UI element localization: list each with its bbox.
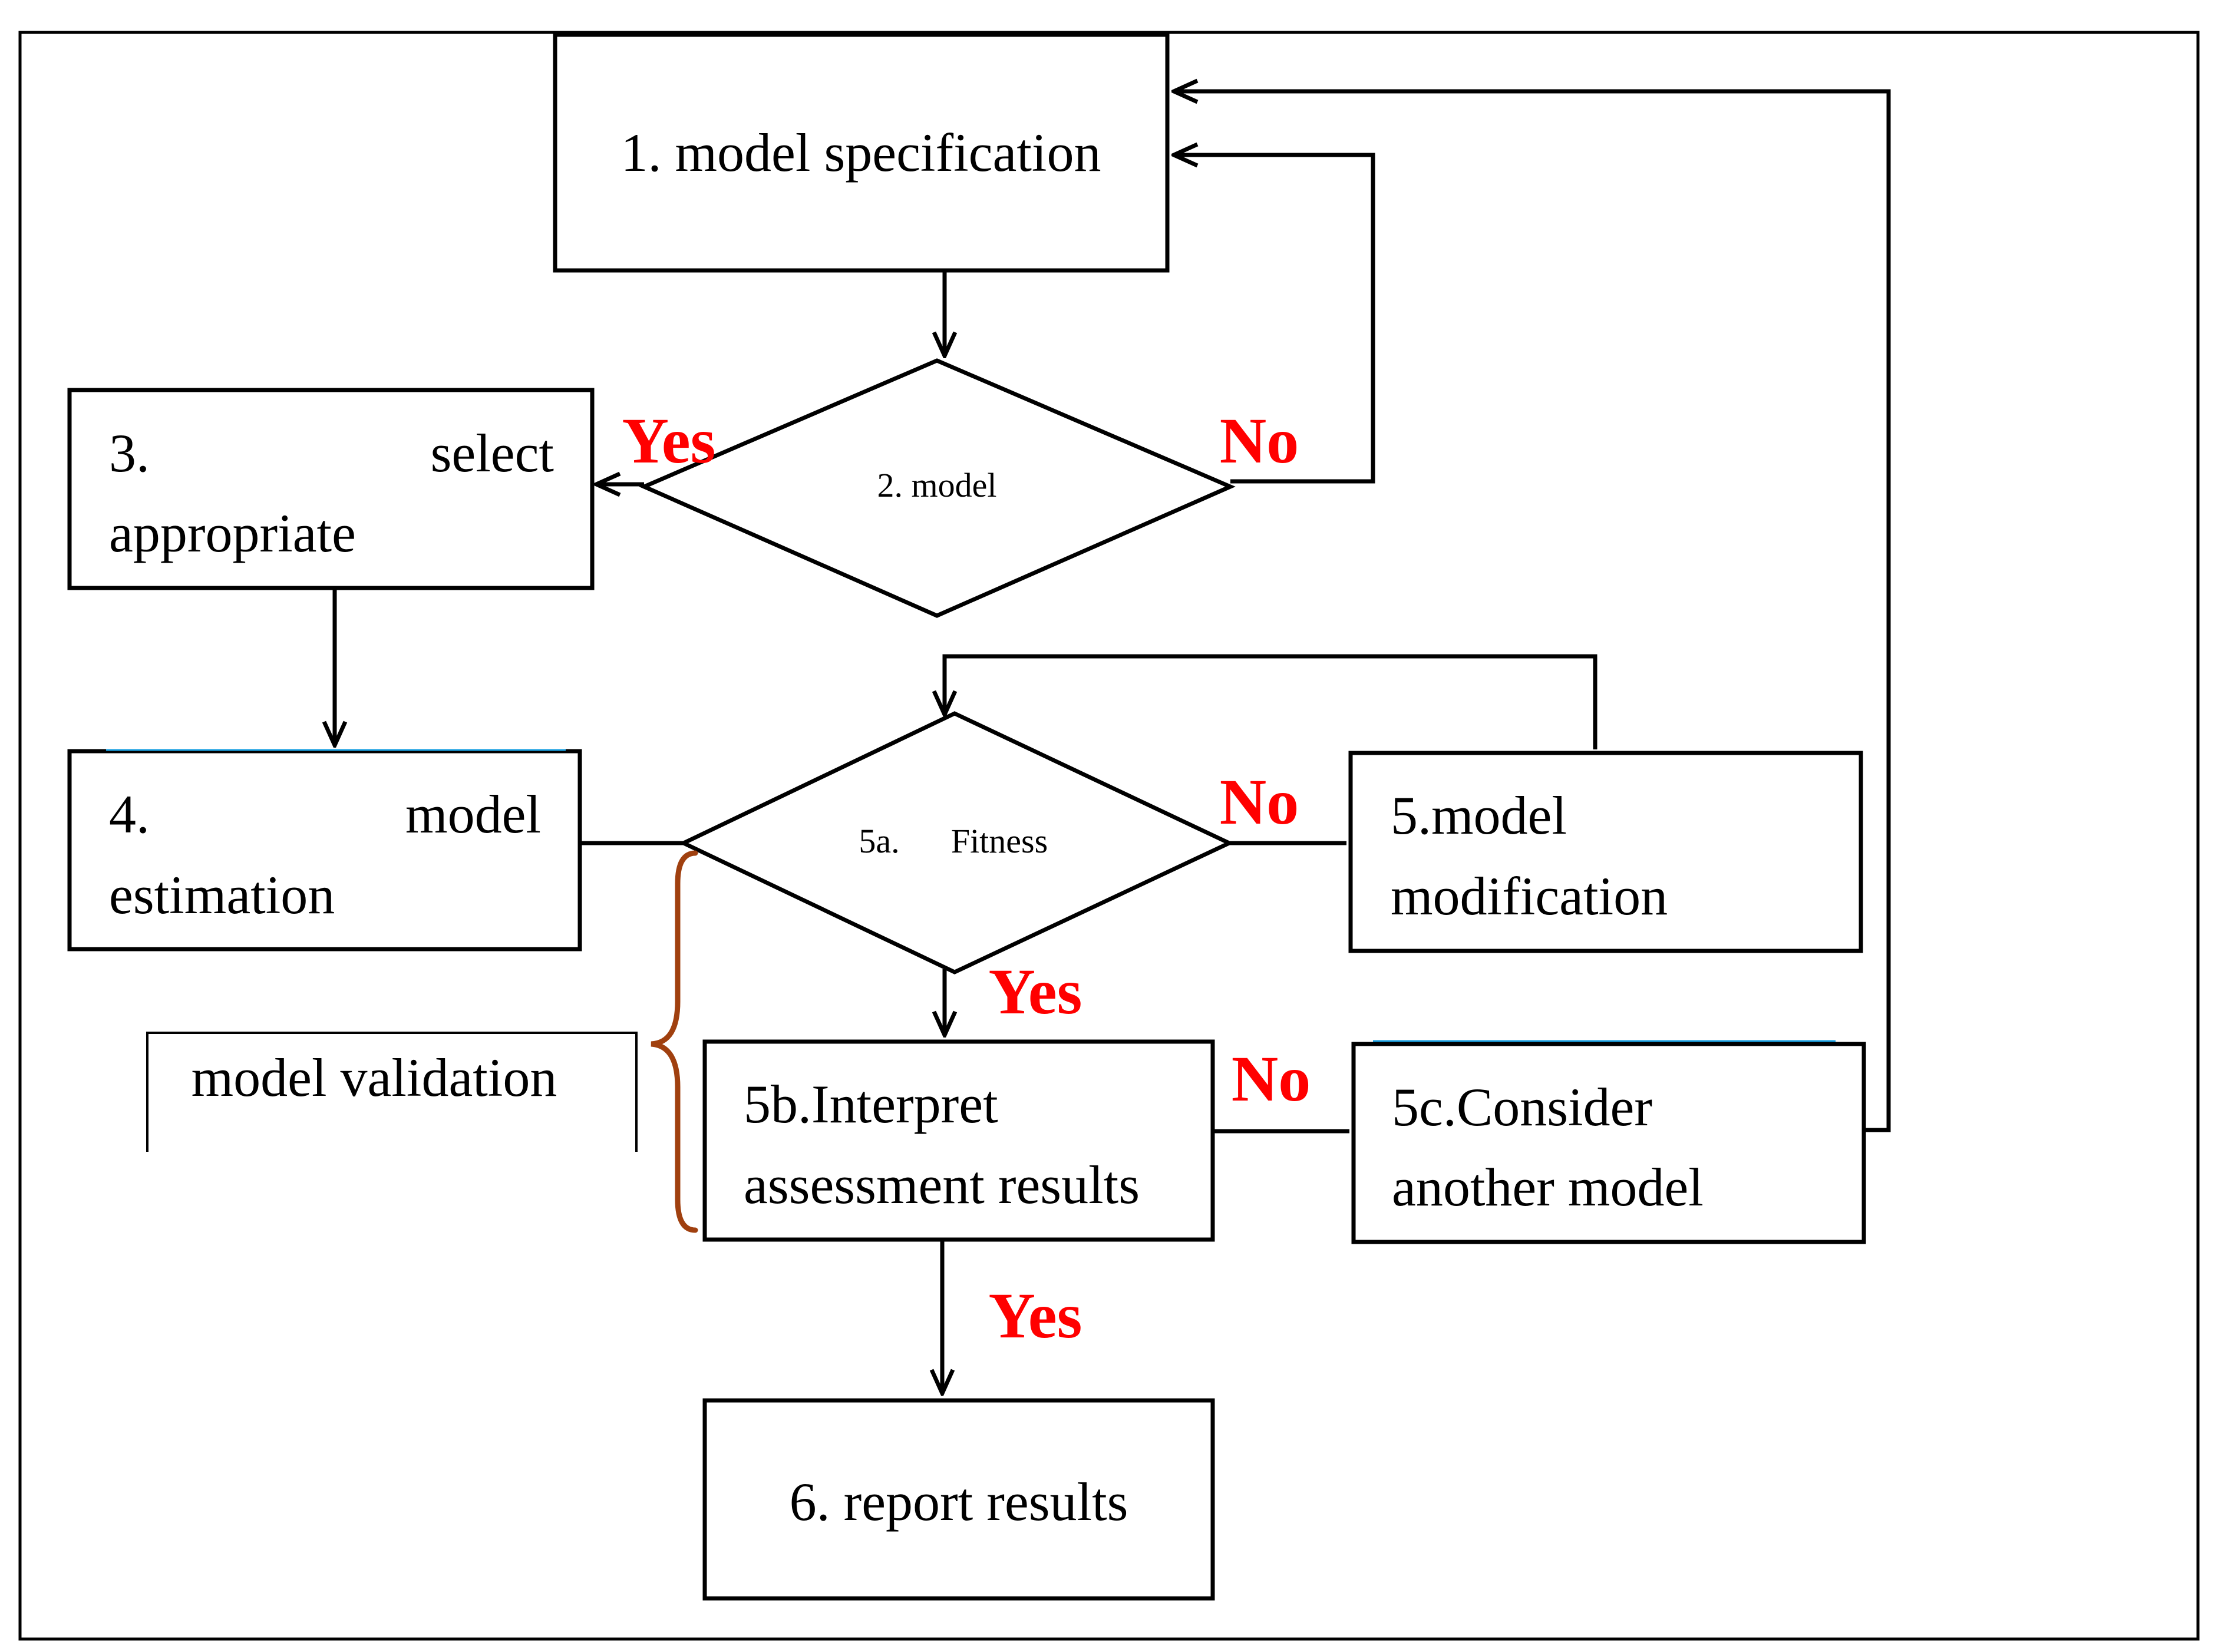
no-label-modification: No (1220, 766, 1299, 838)
fitness-decision-label-left: 5a. (859, 822, 899, 860)
fitness-decision-label-right: Fitness (951, 822, 1048, 860)
node-select-appropriate: 3. select appropriate (67, 388, 595, 590)
model-decision-diamond (639, 358, 1236, 618)
model-modification-line1: 5.model (1391, 785, 1567, 845)
node-model-specification: 1. model specification (553, 32, 1170, 273)
edge-labels: Yes No No Yes No Yes (622, 405, 1311, 1352)
fitness-decision-diamond (678, 711, 1235, 974)
model-specification-box (553, 32, 1170, 273)
consider-another-line1: 5c.Consider (1392, 1077, 1652, 1137)
model-validation-label: model validation (192, 1048, 557, 1108)
model-decision-label: 2. model (877, 466, 997, 504)
interpret-results-line1: 5b.Interpret (744, 1074, 998, 1134)
model-estimation-line2: estimation (109, 865, 335, 925)
outer-frame (18, 31, 2200, 1641)
node-fitness-decision: 5a. Fitness (678, 711, 1235, 974)
model-estimation-line1-left: 4. (109, 784, 150, 844)
model-estimation-line1-right: model (405, 784, 541, 844)
model-validation-bracket (146, 1032, 638, 1152)
node-model-validation: model validation (146, 1032, 638, 1152)
select-appropriate-box (67, 388, 595, 590)
interpret-results-box (702, 1039, 1215, 1242)
node-consider-another: 5c.Consider another model (1351, 1040, 1866, 1244)
model-specification-label: 1. model specification (621, 123, 1101, 183)
model-estimation-box (67, 749, 582, 951)
consider-another-box (1351, 1042, 1866, 1244)
model-modification-box (1348, 751, 1863, 953)
no-label-specification: No (1220, 405, 1299, 477)
report-results-box (702, 1398, 1215, 1601)
node-model-modification: 5.model modification (1348, 751, 1863, 953)
report-results-label: 6. report results (790, 1472, 1128, 1532)
select-appropriate-line2: appropriate (109, 503, 356, 563)
edge-modification-to-fitness (945, 654, 1598, 749)
consider-another-line2: another model (1392, 1157, 1704, 1217)
yes-label-report: Yes (989, 1280, 1082, 1352)
node-model-decision: 2. model (639, 358, 1236, 618)
edge-model-to-spec (1174, 155, 1375, 484)
yes-label-interpret: Yes (989, 956, 1082, 1027)
model-modification-line2: modification (1391, 866, 1668, 926)
node-report-results: 6. report results (702, 1398, 1215, 1601)
validation-brace (651, 850, 698, 1233)
edge-consider-to-spec (1174, 91, 1891, 1132)
select-appropriate-line1-right: select (431, 423, 554, 483)
select-appropriate-line1-left: 3. (109, 423, 150, 483)
node-model-estimation: 4. model estimation (67, 749, 582, 951)
no-label-consider: No (1232, 1043, 1311, 1115)
interpret-results-line2: assessment results (744, 1155, 1140, 1215)
connectors (335, 91, 1891, 1393)
yes-label-select: Yes (622, 405, 716, 477)
node-interpret-results: 5b.Interpret assessment results (702, 1039, 1215, 1242)
